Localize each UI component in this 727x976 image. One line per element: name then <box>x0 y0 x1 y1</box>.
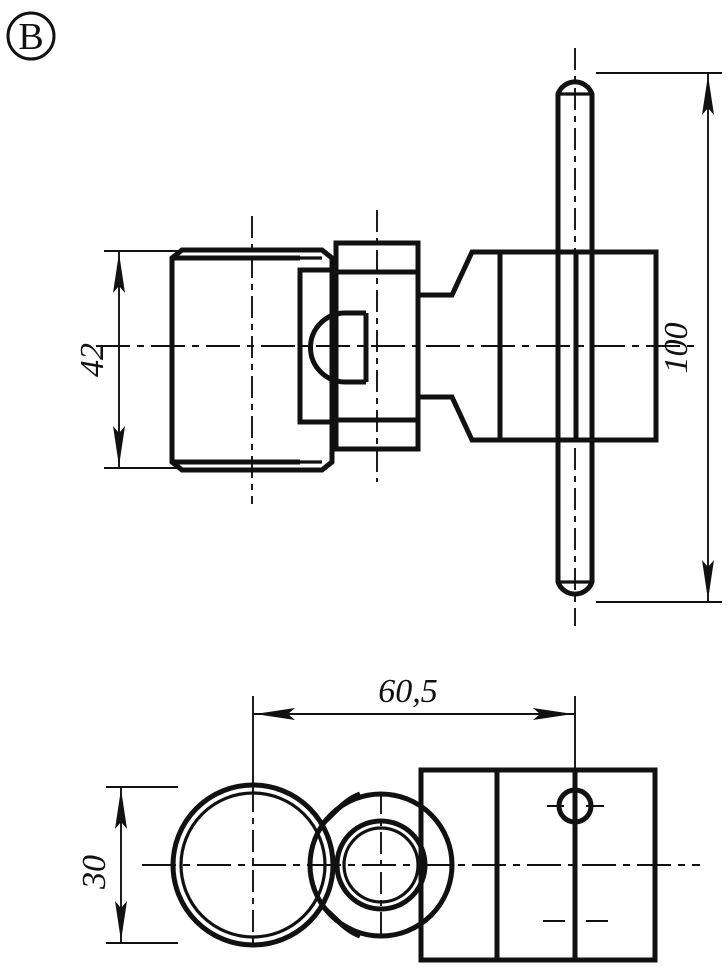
view-balloon-b: B <box>6 11 56 61</box>
dim42-arrow-bottom <box>113 426 125 466</box>
dimension-100: 100 <box>596 72 722 603</box>
tube-wall-edge <box>172 255 300 465</box>
balloon-circle-icon <box>6 11 56 61</box>
dim605-label: 60,5 <box>378 673 438 710</box>
dim42-arrow-top <box>113 253 125 293</box>
dimension-30: 30 <box>76 786 178 944</box>
left-tube-body <box>169 247 335 473</box>
upper-view-centerlines <box>96 48 700 626</box>
plan-block-outline <box>494 767 658 963</box>
tube-outer-profile <box>169 247 335 473</box>
dim100-label: 100 <box>658 323 695 374</box>
dim100-arrow-bottom <box>702 560 714 600</box>
lower-view-centerlines <box>142 790 700 944</box>
dimension-42: 42 <box>74 250 180 469</box>
internal-slot <box>308 310 369 385</box>
dim42-label: 42 <box>74 343 111 377</box>
dimension-60-5: 60,5 <box>252 673 576 790</box>
right-mounting-block <box>497 249 659 443</box>
plan-mounting-block <box>494 767 658 963</box>
dim100-arrow-top <box>702 75 714 115</box>
slot-rounded-end <box>308 310 366 385</box>
lower-view: 60,5 30 <box>76 673 700 963</box>
balloon-label: B <box>18 16 43 58</box>
pin-hole <box>547 787 604 825</box>
upper-view: 42 100 <box>74 48 722 626</box>
dim605-arrow-right <box>533 708 573 720</box>
dim30-label: 30 <box>76 855 113 890</box>
taper-lower-profile <box>418 394 500 443</box>
dim605-arrow-left <box>255 708 295 720</box>
dim30-arrow-bottom <box>115 901 127 941</box>
dim30-arrow-top <box>115 789 127 829</box>
block-outline <box>497 249 659 443</box>
taper-upper-profile <box>418 249 500 298</box>
